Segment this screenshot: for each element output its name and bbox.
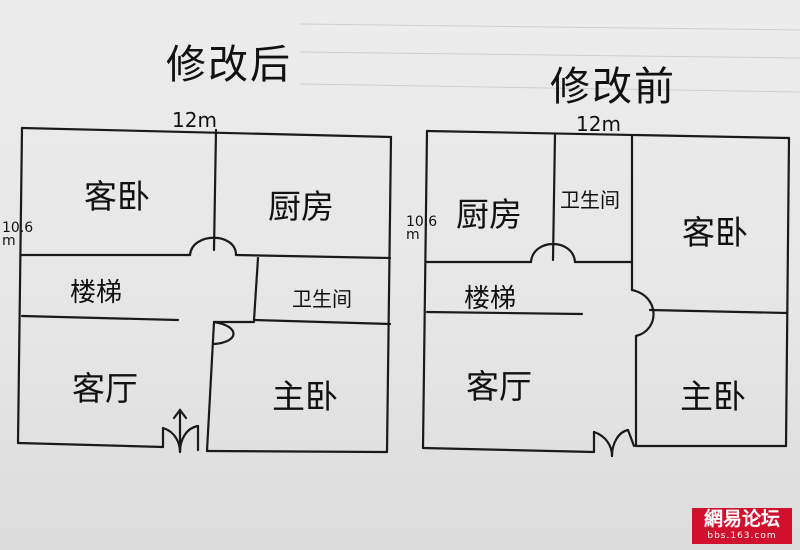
plan-before-room-kitchen: 厨房: [456, 195, 522, 234]
plan-after-width-label: 12m: [172, 108, 217, 132]
netease-forum-watermark: 網易论坛 bbs.163.com: [692, 508, 792, 544]
plan-after-room-stairs: 楼梯: [70, 278, 123, 308]
plan-before-room-living-room: 客厅: [466, 367, 532, 406]
plan-before-height-label: 10.6 m: [406, 214, 438, 243]
plan-after-walls: [16, 126, 393, 454]
plan-after-room-kitchen: 厨房: [268, 187, 334, 226]
plan-after-height-label: 10.6 m: [2, 220, 34, 249]
paper-rules: [299, 23, 800, 93]
plan-after-room-living-room: 客厅: [72, 369, 138, 408]
watermark-sub-text: bbs.163.com: [707, 531, 777, 541]
plan-before-walls: [421, 129, 791, 458]
plan-after-room-master-bedroom: 主卧: [272, 377, 338, 416]
plan-before-room-master-bedroom: 主卧: [680, 377, 746, 416]
plan-before-title: 修改前: [550, 64, 676, 110]
plan-before-room-guest-bedroom: 客卧: [682, 213, 748, 252]
plan-before-room-stairs: 楼梯: [464, 284, 517, 314]
plan-after-title: 修改后: [166, 42, 292, 88]
watermark-main-text: 網易论坛: [703, 508, 780, 530]
plan-before-width-label: 12m: [576, 112, 621, 136]
plan-after-room-guest-bedroom: 客卧: [84, 177, 150, 216]
plan-after-room-bathroom: 卫生间: [292, 287, 352, 311]
plan-before-room-bathroom: 卫生间: [560, 188, 620, 212]
